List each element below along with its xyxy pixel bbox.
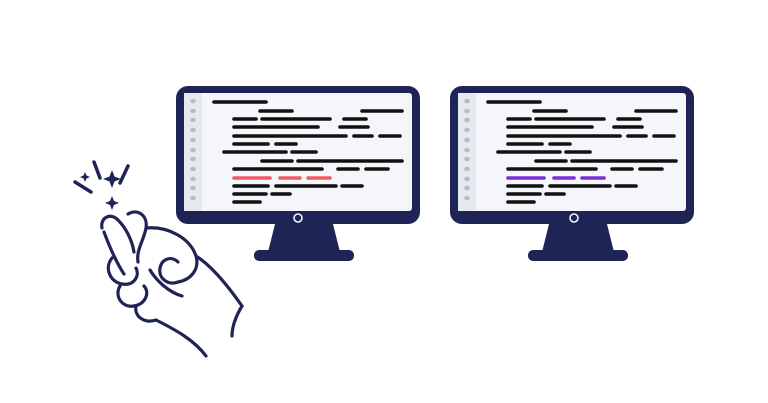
snapping-fingers-hand-icon: [100, 210, 244, 358]
monitor-left-base: [254, 250, 354, 261]
sparkle-icon: [80, 170, 121, 210]
monitor-right-stand: [542, 220, 614, 252]
monitor-left-code-lines: [212, 100, 404, 204]
monitor-right-gutter-dots: [464, 98, 470, 201]
monitor-right: [450, 86, 694, 261]
monitor-left-power-icon: [293, 213, 303, 223]
monitor-left-gutter-dots: [190, 98, 196, 201]
monitor-left-stand: [268, 220, 340, 252]
monitor-left: [176, 86, 420, 261]
monitor-right-code-lines: [486, 100, 678, 204]
snap-sparkle-icon: [73, 160, 130, 194]
monitor-right-base: [528, 250, 628, 261]
monitor-right-power-icon: [569, 213, 579, 223]
